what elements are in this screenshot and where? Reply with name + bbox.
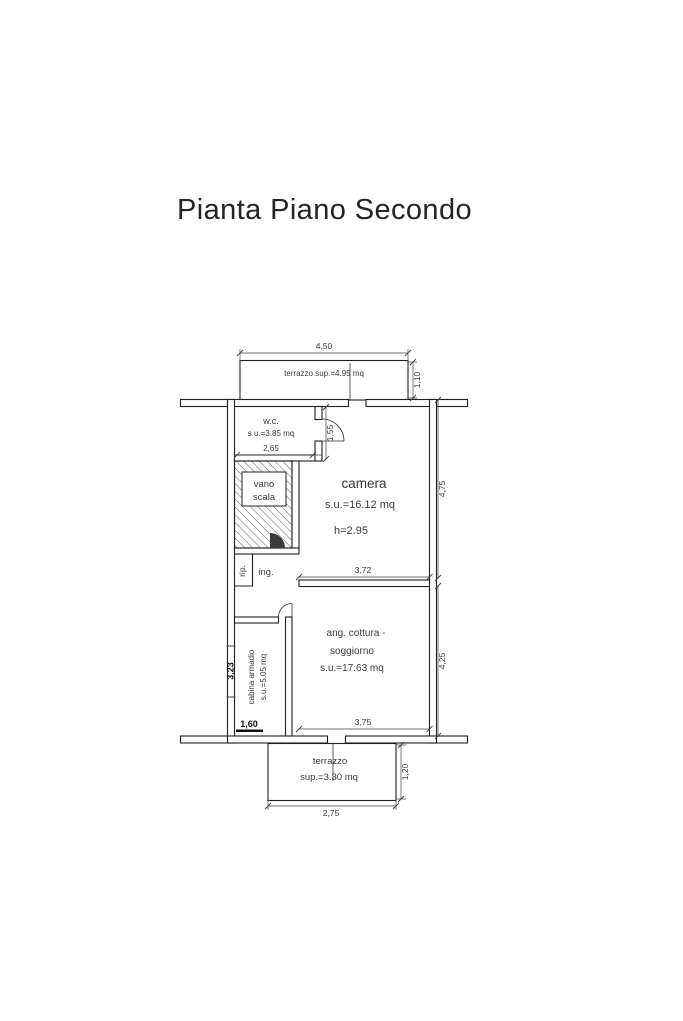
stair-right-wall <box>291 460 300 549</box>
terrace-bottom-outline <box>267 742 397 802</box>
cabina-right-wall <box>284 616 293 737</box>
stair-door-wedge <box>270 533 285 548</box>
dim-cabina-depth: 3,23 <box>226 662 236 680</box>
dim-wc-width: 2,65 <box>263 444 279 453</box>
camera-label: camera <box>341 476 387 491</box>
dim-cabina-width: 1,60 <box>240 719 258 729</box>
doors <box>270 363 351 781</box>
cabina-area-label: s.u.=5.05 mq <box>259 654 268 700</box>
stair-label-box <box>241 471 287 507</box>
ing-label: ing. <box>258 567 273 578</box>
dim-terrace-bottom-depth: 1,20 <box>400 763 410 780</box>
cabina-label: cabina armadio <box>247 649 256 704</box>
labels: 4,50 terrazzo sup.=4.95 mq 1,10 w.c. s.u… <box>226 341 448 818</box>
cabina-width-heavy-line <box>236 729 263 732</box>
camera-soggiorno-wall <box>298 579 431 588</box>
wc-label: w.c. <box>262 416 279 426</box>
camera-area-label: s.u.=16.12 mq <box>325 499 395 511</box>
terrace-bottom-area-label: sup.=3.30 mq <box>300 772 358 783</box>
walls <box>179 398 469 744</box>
terrace-top-label: terrazzo sup.=4.95 mq <box>284 369 364 378</box>
terrace-bottom-label: terrazzo <box>313 756 347 767</box>
soggiorno-label-line2: soggiorno <box>330 646 374 657</box>
right-exterior-wall <box>428 398 438 744</box>
dim-soggiorno-depth: 4,25 <box>437 652 447 669</box>
terrace-top-outline <box>239 359 409 401</box>
dim-top-width: 4,50 <box>316 341 333 351</box>
stair-label-line2: scala <box>253 492 276 503</box>
cabina-door-swing <box>278 603 293 618</box>
camera-height-label: h=2.95 <box>334 525 368 537</box>
dim-soggiorno-width: 3,75 <box>355 717 372 727</box>
stair-label-line1: vano <box>254 479 275 490</box>
wc-area-label: s.u.=3.85 mq <box>248 429 294 438</box>
dim-terrace-bottom-width: 2,75 <box>323 808 340 818</box>
left-exterior-wall <box>226 398 236 744</box>
dim-wc-side: 1,55 <box>325 424 335 441</box>
soggiorno-label-line1: ang. cottura - <box>327 628 386 639</box>
page-title: Pianta Piano Secondo <box>177 194 472 226</box>
rip-label: rip. <box>237 565 247 577</box>
dimension-lines <box>226 349 442 810</box>
dim-camera-depth: 4,75 <box>437 480 447 497</box>
stairwell <box>233 460 293 549</box>
dim-terrace-top-depth: 1,10 <box>412 371 422 388</box>
dim-camera-width: 3,72 <box>355 565 372 575</box>
wc-bottom-wall <box>233 454 323 462</box>
rip-walls <box>234 553 254 587</box>
soggiorno-area-label: s.u.=17.63 mq <box>320 663 384 674</box>
